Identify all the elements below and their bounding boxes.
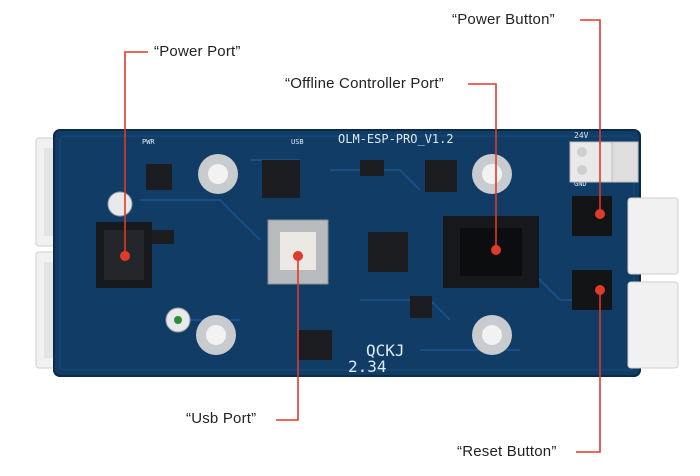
batch-code-line1: QCKJ	[366, 341, 405, 360]
reset-button[interactable]	[572, 270, 612, 310]
usb-silk-label: USB	[291, 138, 304, 146]
callout-power-button: “Power Button”	[452, 11, 555, 28]
leader-lines	[124, 19, 601, 453]
callout-usb-port: “Usb Port”	[186, 410, 257, 427]
capacitor	[107, 191, 133, 217]
gnd-silk-label: GND	[574, 180, 587, 188]
callout-power-port: “Power Port”	[154, 43, 241, 60]
mounting-holes	[196, 154, 512, 355]
ic-chips	[146, 160, 457, 360]
pwr-silk-label: PWR	[142, 138, 155, 146]
callout-offline-controller-port: “Offline Controller Port”	[285, 75, 444, 92]
right-connectors	[627, 197, 679, 369]
model-label: OLM-ESP-PRO_V1.2	[338, 132, 454, 146]
power-jack	[96, 222, 152, 288]
voltage-silk-label: 24V	[574, 131, 589, 140]
offline-controller-port	[443, 216, 539, 288]
power-button[interactable]	[572, 196, 612, 236]
batch-code-line2: 2.34	[348, 357, 387, 376]
terminal-24v	[569, 141, 639, 183]
callout-reset-button: “Reset Button”	[457, 443, 557, 460]
